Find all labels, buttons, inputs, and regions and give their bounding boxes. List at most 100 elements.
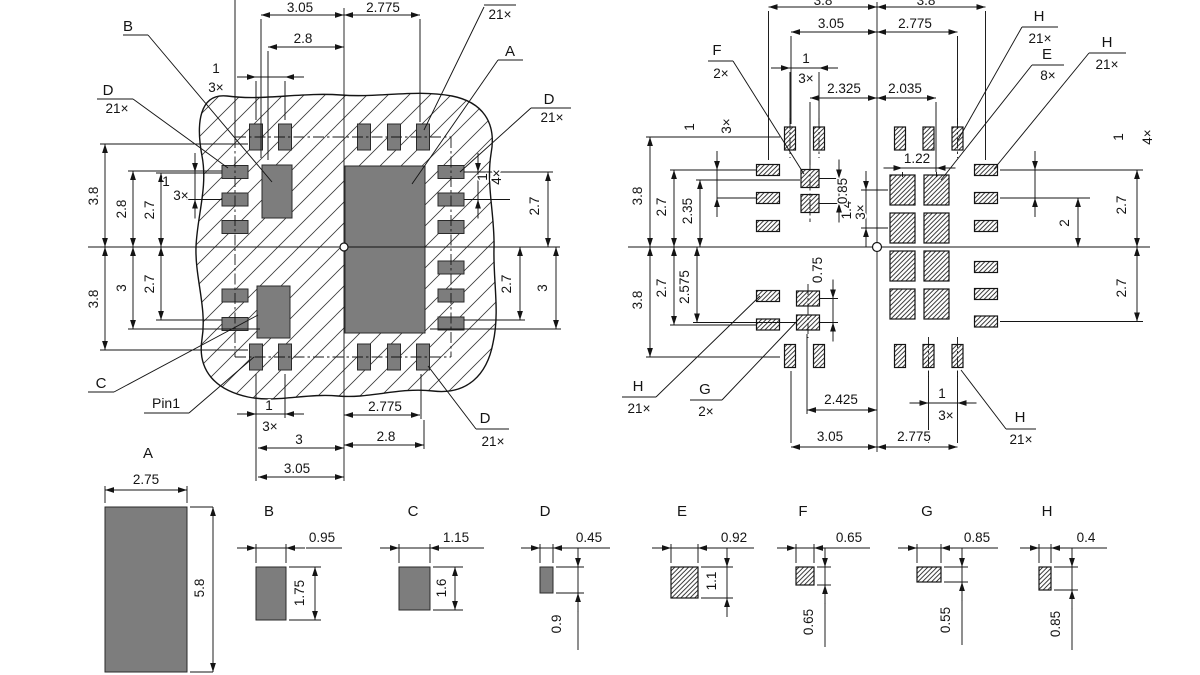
dim-arrow (948, 444, 958, 450)
pad-hatched (1038, 566, 1052, 591)
r-dim-br-1: 1 (938, 386, 946, 401)
pad-hatched (923, 212, 950, 244)
dim-arrow (158, 238, 164, 247)
r-dim-085: 0.85 (835, 178, 850, 204)
dim-arrow (452, 567, 458, 576)
l-dim-bot-305: 3.05 (284, 461, 310, 476)
dim-arrow (335, 12, 344, 18)
pad-solid (261, 164, 293, 219)
det-e-w: 0.92 (721, 530, 747, 545)
l-dim-left-1: 1 (162, 174, 170, 189)
l-count-d-left: 21× (106, 101, 129, 116)
dim-arrow (697, 238, 703, 247)
dim-arrow (102, 341, 108, 350)
r-count-h3: 21× (628, 401, 651, 416)
dim-arrow (768, 4, 778, 10)
dim-arrow (791, 29, 800, 35)
leader-line (732, 60, 805, 175)
pad-solid (539, 566, 554, 594)
det-b-h: 1.75 (292, 580, 307, 606)
det-c-w: 1.15 (443, 530, 469, 545)
dim-arrow (927, 95, 936, 101)
r-dim-right-27u: 2.7 (1114, 196, 1129, 215)
pad-solid (104, 506, 188, 673)
l-dim-top-28: 2.8 (294, 31, 313, 46)
l-dim-left-27l: 2.7 (142, 275, 157, 294)
dim-arrow (697, 180, 703, 189)
r-dim-2035: 2.035 (888, 81, 922, 96)
pad-hatched (893, 343, 907, 369)
leader-line (427, 365, 477, 430)
dim-arrow (344, 12, 353, 18)
r-dim-left-27u: 2.7 (654, 198, 669, 217)
leader-line (188, 356, 255, 414)
dim-arrow (868, 95, 877, 101)
r-dim-top-38r: 3.8 (917, 0, 936, 8)
dim-arrow (976, 4, 986, 10)
det-g-label: G (921, 503, 933, 520)
pad-hatched (889, 288, 916, 320)
pad-hatched (889, 174, 916, 206)
r-dim-right-1: 1 (1111, 133, 1126, 141)
dim-arrow (1075, 198, 1081, 207)
dim-arrow (647, 348, 653, 357)
r-dim-left-38u: 3.8 (630, 187, 645, 206)
l-label-d-left: D (103, 82, 114, 99)
r-dim-left-235: 2.35 (680, 198, 695, 224)
dim-arrow (877, 4, 886, 10)
det-e-label: E (677, 503, 687, 520)
det-d-w: 0.45 (576, 530, 602, 545)
det-h-label: H (1042, 503, 1053, 520)
pad-hatched (755, 163, 781, 177)
r-count-h1: 21× (1029, 31, 1052, 46)
det-h-w: 0.4 (1077, 530, 1096, 545)
det-a-label: A (143, 445, 153, 462)
dim-arrow (807, 407, 816, 413)
dim-arrow (671, 247, 677, 256)
l-dim-right-3: 3 (535, 284, 550, 292)
r-count-h2: 21× (1096, 57, 1119, 72)
pad-hatched (670, 566, 699, 599)
dim-arrow (948, 29, 958, 35)
dim-arrow (553, 247, 559, 256)
leader-line (132, 98, 229, 169)
pad-hatched (916, 566, 942, 583)
dim-arrow (694, 313, 700, 323)
r-dim-le-3x: 3× (719, 118, 734, 133)
pad-hatched (973, 219, 999, 233)
dim-arrow (1134, 247, 1140, 256)
dim-arrow (102, 144, 108, 153)
r-dim-le-1: 1 (682, 123, 697, 131)
l-dim-top-305: 3.05 (287, 0, 313, 15)
pad-hatched (923, 250, 950, 282)
dim-arrow (1134, 238, 1140, 247)
l-label-pin1: Pin1 (152, 395, 180, 411)
r-dim-bot-2775: 2.775 (897, 429, 931, 444)
dim-arrow (647, 137, 653, 146)
l-dim-left-3x: 3× (173, 188, 188, 203)
det-b-w: 0.95 (309, 530, 335, 545)
pad-hatched (973, 260, 999, 274)
dim-arrow (694, 247, 700, 256)
dim-arrow (868, 444, 877, 450)
dim-arrow (335, 474, 344, 480)
dimension-lines-layer (88, 0, 1150, 673)
dim-arrow (452, 601, 458, 610)
pad-hatched (973, 315, 999, 328)
leader-line (411, 59, 499, 185)
pad-hatched (923, 288, 950, 320)
pad-hatched (755, 289, 781, 303)
l-dim-top-1: 1 (212, 61, 220, 76)
pad-hatched (755, 219, 781, 233)
l-dim-left-3: 3 (114, 284, 129, 292)
r-label-f: F (712, 42, 721, 59)
dim-arrow (1134, 312, 1140, 322)
dim-arrow (130, 320, 136, 329)
pad-hatched (923, 174, 950, 206)
dim-arrow (415, 442, 424, 448)
l-count-d-bot: 21× (482, 434, 505, 449)
l-dim-left-38u: 3.8 (86, 187, 101, 206)
r-label-g: G (699, 381, 711, 398)
dim-arrow (877, 444, 886, 450)
